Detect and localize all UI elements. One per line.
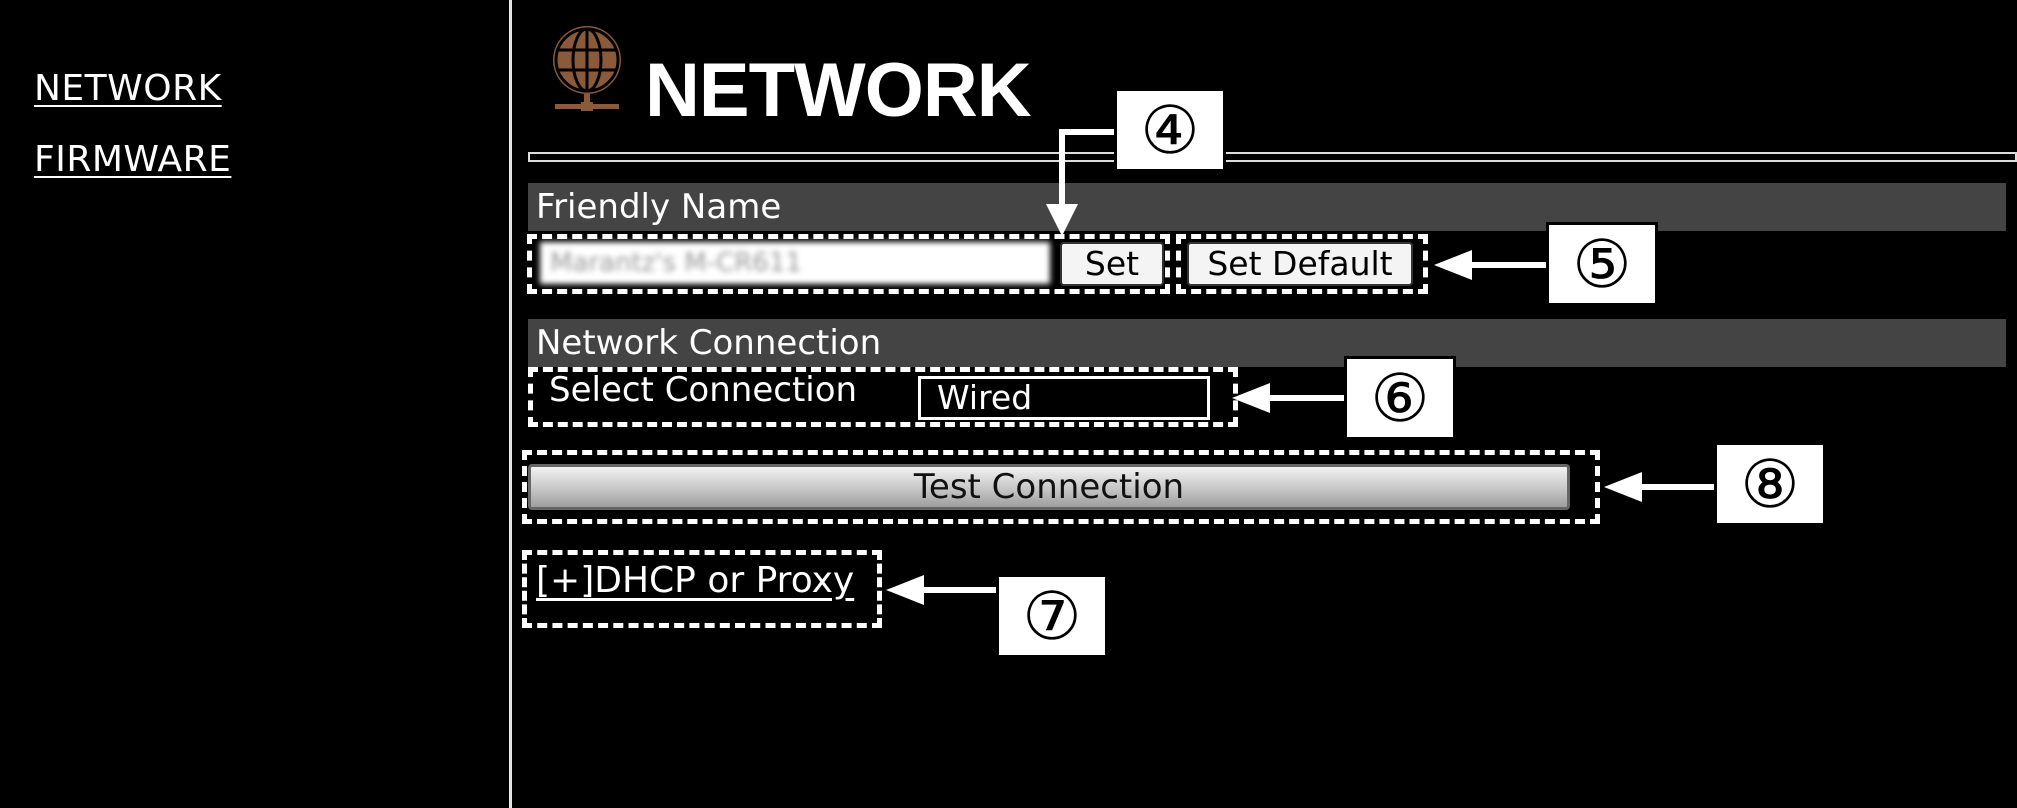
dhcp-proxy-highlight xyxy=(522,550,882,628)
sidebar-divider xyxy=(509,0,512,808)
title-rule xyxy=(528,152,2017,162)
sidebar-item-network[interactable]: NETWORK xyxy=(34,68,222,109)
section-header-friendly-name: Friendly Name xyxy=(528,183,2006,231)
callout-7: ⑦ xyxy=(996,574,1108,658)
dhcp-proxy-link[interactable]: [+]DHCP or Proxy xyxy=(536,560,855,601)
callout-5: ⑤ xyxy=(1546,222,1658,306)
select-connection-label: Select Connection xyxy=(549,370,858,410)
friendly-name-input[interactable]: Marantz's M-CR611 xyxy=(540,242,1050,284)
friendly-name-highlight xyxy=(527,234,1170,294)
callout-4: ④ xyxy=(1114,88,1226,172)
test-connection-button[interactable]: Test Connection xyxy=(528,464,1570,510)
section-header-network-connection: Network Connection xyxy=(528,319,2006,367)
globe-network-icon xyxy=(553,26,621,111)
callout-8: ⑧ xyxy=(1714,442,1826,526)
select-connection-dropdown[interactable]: Wired xyxy=(918,376,1210,420)
sidebar: NETWORK FIRMWARE xyxy=(0,0,510,808)
sidebar-item-firmware[interactable]: FIRMWARE xyxy=(34,139,232,180)
callout-6: ⑥ xyxy=(1344,356,1456,440)
set-default-highlight xyxy=(1176,234,1428,294)
test-connection-highlight xyxy=(522,450,1600,524)
page-title: NETWORK xyxy=(645,48,1032,133)
set-button[interactable]: Set xyxy=(1060,242,1164,286)
set-default-button[interactable]: Set Default xyxy=(1187,242,1413,286)
